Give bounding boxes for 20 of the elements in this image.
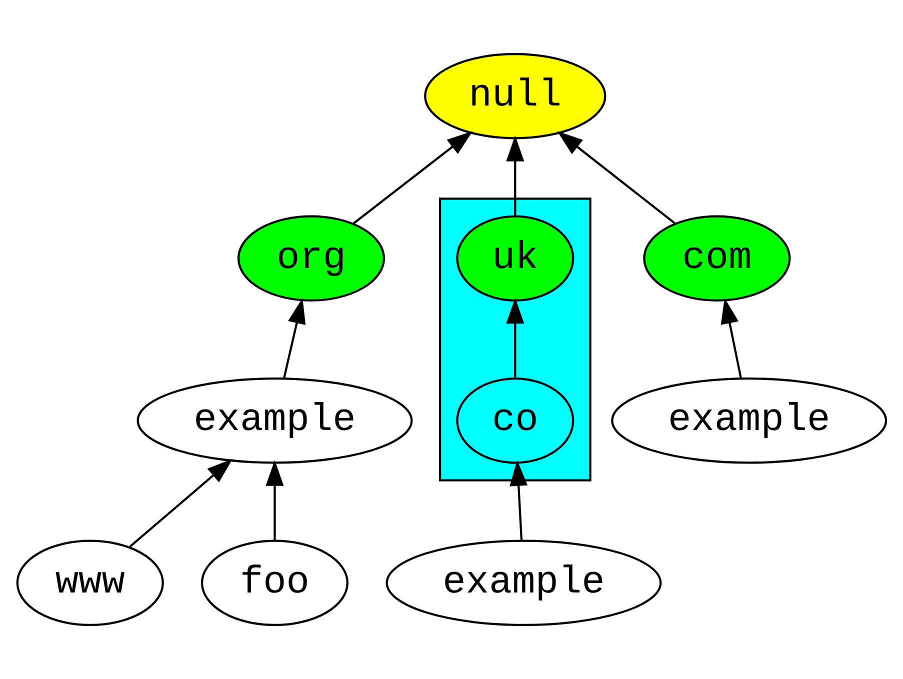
node-ellipse: example	[611, 377, 888, 464]
node-ellipse: example	[136, 377, 413, 464]
node-ellipse: null	[424, 52, 606, 140]
arrow	[506, 298, 524, 378]
arrow	[557, 131, 676, 224]
arrow	[720, 298, 742, 378]
node-ellipse: example	[386, 540, 662, 626]
arrow	[283, 298, 306, 378]
node-ellipse: foo	[200, 540, 349, 626]
node-ellipse: uk	[456, 215, 574, 302]
node-ellipse: co	[456, 377, 574, 464]
arrow	[129, 458, 233, 548]
node-ellipse: www	[16, 540, 164, 626]
arrow	[506, 136, 524, 216]
cluster	[438, 198, 592, 482]
arrow	[510, 460, 528, 540]
arrow	[352, 131, 473, 224]
node-ellipse: com	[643, 215, 791, 302]
arrow	[266, 460, 284, 540]
node-ellipse: org	[237, 215, 386, 302]
